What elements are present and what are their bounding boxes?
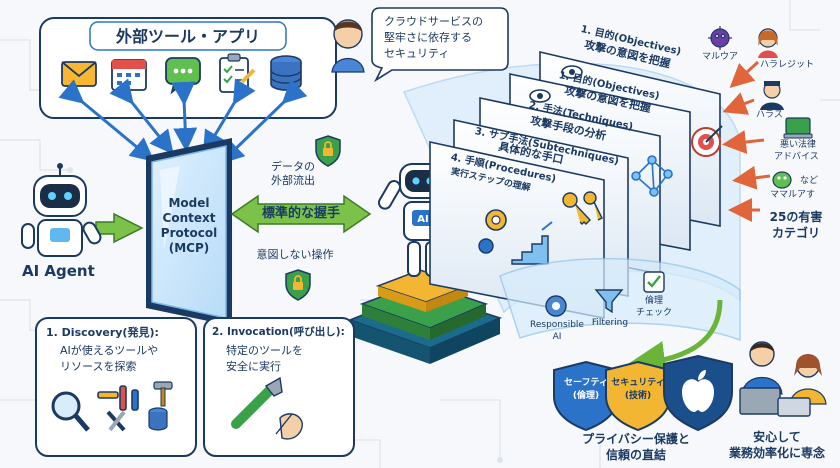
cloud-person-avatar — [331, 19, 365, 73]
tools-title-bar — [89, 21, 287, 51]
invocation-title: 2. Invocation(呼び出し): — [212, 326, 345, 338]
network-graph-icon — [631, 155, 673, 197]
down-to-shields-arrow — [625, 299, 723, 381]
tools-box-title: 外部ツール・アプリ — [115, 27, 260, 46]
wrench-icon — [97, 385, 139, 432]
eye-icon-2 — [529, 89, 551, 103]
ethics-check-line1: 倫理 — [644, 296, 663, 306]
ethics-check-line2: チェック — [635, 308, 672, 318]
lock-shield-bottom-icon — [285, 269, 311, 301]
threat-malware-label: マルウア — [702, 52, 739, 62]
robot-icon — [21, 163, 102, 257]
threat-etc-line1: など — [800, 176, 819, 186]
threat-arrows — [722, 60, 771, 222]
threat-summary-line1: 25の有害 — [769, 210, 823, 224]
cloud-speech-bubble — [371, 7, 509, 83]
filter-funnel-icon — [594, 289, 624, 314]
responsible-ai-line1: Responsible — [530, 320, 584, 330]
invoke-tool-icon — [231, 376, 303, 440]
filter-glass-panel — [499, 257, 741, 342]
users-caption-line1: 安心して — [753, 430, 801, 444]
discovery-line2: リソースを探索 — [60, 360, 137, 373]
discovery-title: 1. Discovery(発見): — [46, 326, 159, 339]
svg-text:AI: AI — [417, 214, 428, 225]
virus-icon — [708, 26, 732, 50]
safety-shield-line1: セーフティ — [564, 378, 608, 388]
bug-icon — [772, 171, 792, 189]
attack-framework-panels — [402, 50, 741, 319]
mcp-label-line1: Model — [168, 196, 210, 210]
gear-icon — [478, 209, 507, 254]
stairs-icon — [511, 221, 553, 265]
data-leak-line2: 外部流出 — [271, 174, 315, 187]
cloud-bubble-line3: セキュリティ — [384, 47, 450, 60]
users-caption-line2: 業務効率化に専念 — [728, 446, 825, 460]
threat-legal-line2: アドバイス — [774, 152, 819, 162]
filtering-label: Filtering — [591, 318, 629, 328]
tool-connection-arrows — [58, 78, 308, 165]
mail-icon — [61, 61, 97, 87]
threat-legal-line1: 悪い法律 — [780, 140, 817, 150]
invocation-line1: 特定のツールを — [226, 344, 303, 357]
responsible-ai-icon — [545, 295, 567, 317]
agent-label: AI Agent — [22, 262, 95, 280]
lock-shield-top-icon — [315, 135, 341, 167]
invocation-line2: 安全に実行 — [226, 360, 281, 373]
key-icon — [562, 191, 603, 225]
security-shield-line1: セキュリティ — [611, 378, 665, 388]
handshake-label: 標準的な握手 — [261, 206, 340, 221]
security-shield-line2: (技術) — [624, 391, 652, 401]
laptop-icon — [783, 117, 813, 139]
database-icon — [270, 55, 302, 91]
users-illustration — [739, 341, 827, 417]
bully-icon — [760, 81, 784, 110]
handshake-arrow — [230, 194, 372, 234]
cloud-bubble-line2: 堅牢さに依存する — [384, 31, 472, 44]
safety-shield-line2: (倫理) — [572, 391, 600, 401]
shields-caption-line1: プライバシー保護と — [582, 432, 690, 446]
calendar-icon — [111, 59, 147, 91]
apple-icon — [663, 354, 733, 432]
mcp-label-line3: Protocol — [160, 226, 218, 240]
small-database-icon — [148, 407, 168, 431]
hammer-icon — [153, 381, 173, 407]
threat-etc-line2: ママルアす — [770, 190, 816, 200]
threat-harass-label: ハラス — [756, 110, 783, 120]
shields-caption-line2: 信頼の直結 — [605, 448, 666, 462]
woman-icon — [758, 28, 778, 58]
responsible-ai-line2: AI — [552, 332, 562, 342]
unintended-operation: 意図しない操作 — [256, 248, 334, 261]
agent-connection-arrow — [95, 212, 144, 244]
mcp-portal — [146, 138, 232, 326]
magnifier-icon — [51, 391, 90, 432]
mcp-label-line4: (MCP) — [168, 241, 210, 255]
mcp-label-line2: Context — [162, 211, 216, 225]
threat-summary-line2: カテゴリ — [771, 226, 820, 240]
discovery-line1: AIが使えるツールや — [60, 344, 159, 357]
target-icon — [691, 125, 723, 157]
robot-pedestal — [347, 269, 503, 364]
data-leak-line1: データの — [271, 160, 315, 173]
cloud-bubble-line1: クラウドサービスの — [384, 15, 483, 28]
eye-icon — [561, 65, 583, 79]
threat-harassment-label: ハラレジット — [760, 60, 815, 70]
ethics-check-icon — [643, 271, 665, 293]
